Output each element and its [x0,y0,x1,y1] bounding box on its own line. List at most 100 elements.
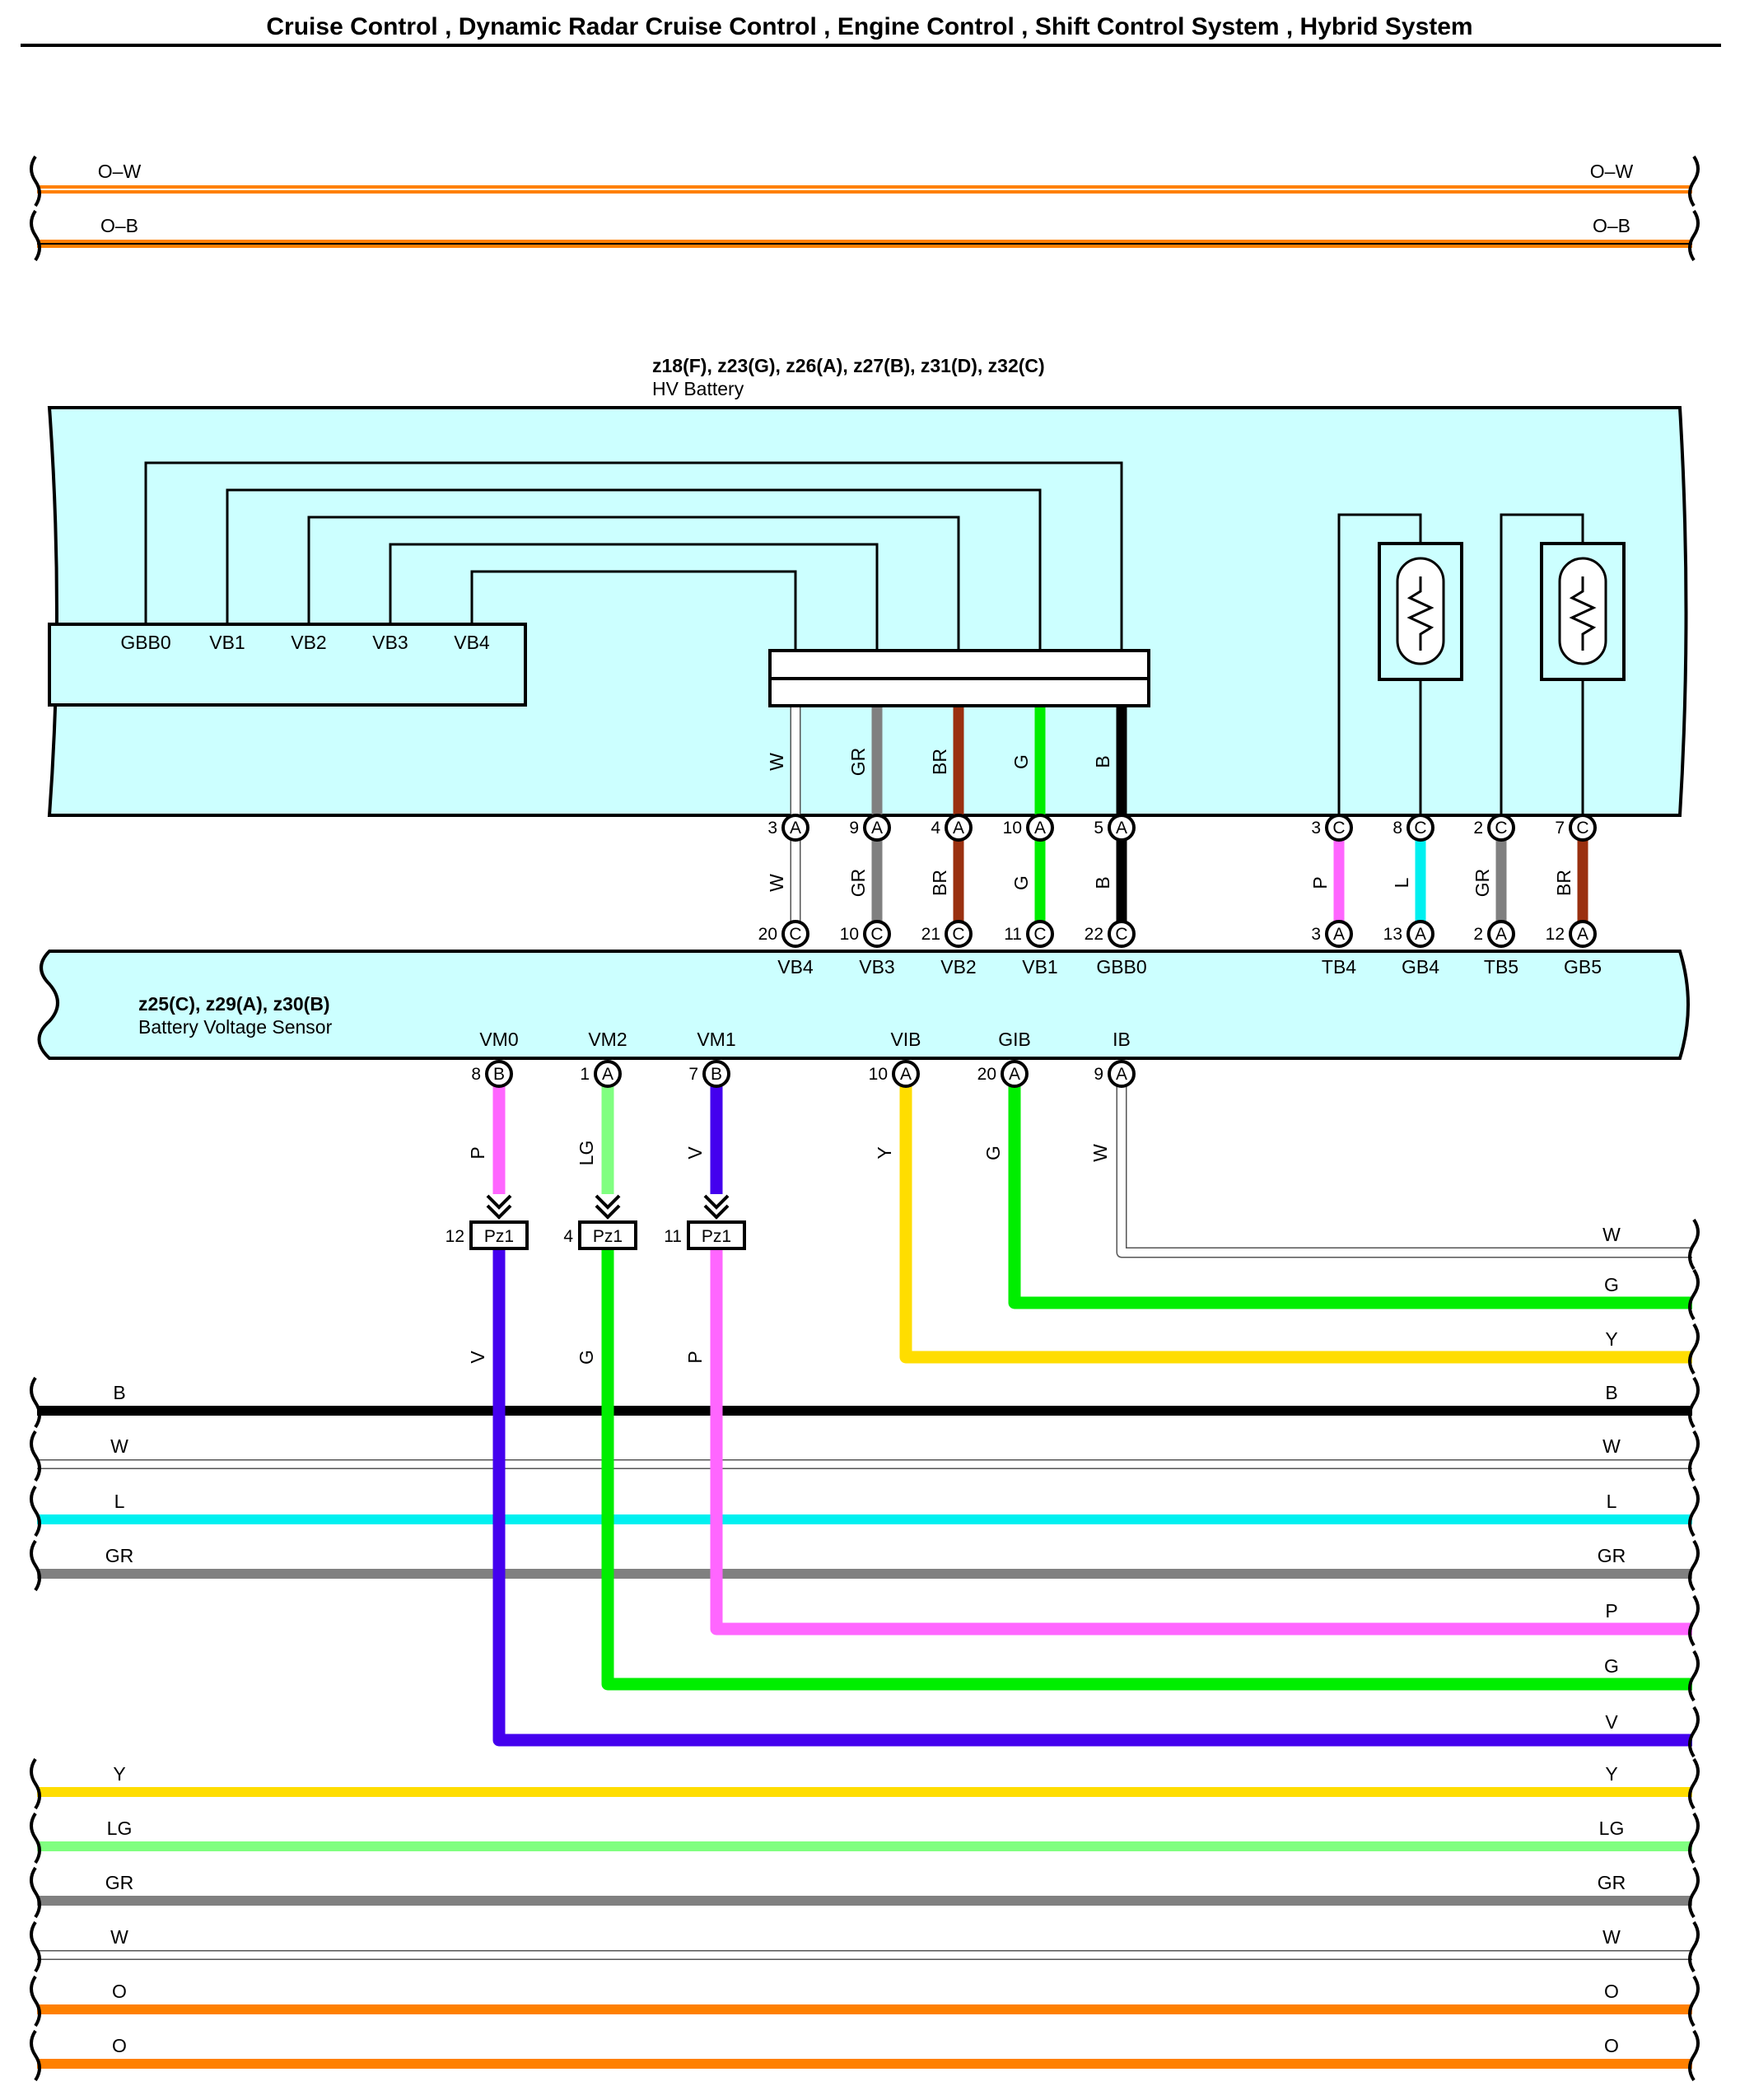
bvs-terminal-vm0: VM0 [479,1029,518,1050]
bvs-bottom-pin-0 [485,1060,513,1088]
bvs-top-pin-8-number: 12 [1546,925,1565,944]
right-output-2-1-brace [1688,1650,1700,1702]
bvs-terminal-vib: VIB [890,1029,921,1050]
gib-wire-core [1008,1074,1692,1309]
bus-b-1-right-brace [1688,1812,1700,1864]
hv-bvs-wire-2-label: BR [929,870,950,896]
bus-b-4-right-label: O [1604,1981,1619,2002]
junction-0-arrow-icon [486,1194,512,1220]
bvs-top-pin-0 [781,920,809,948]
hv-pin-8-number: 7 [1555,819,1565,838]
junction-0-out-label: V [467,1351,488,1364]
junction-2-label: Pz1 [702,1227,731,1246]
bvs-top-pin-6 [1406,920,1434,948]
bvs-bottom-pin-5-number: 9 [1094,1065,1103,1084]
bvs-bottom-pin-3-conn: A [900,1065,912,1084]
bus-b-3-right-label: W [1602,1926,1621,1948]
thermistor-1-lead-a [1337,513,1422,828]
bus-a-2-left-label: L [114,1491,125,1512]
bus-b-4-left-brace [30,1975,41,2028]
right-output-1-label: G [1604,1274,1619,1295]
bvs-bottom-wire-2-label: V [684,1146,706,1160]
hv-pin-3-number: 10 [1003,819,1022,838]
bus-b-1-right-label: LG [1599,1818,1625,1839]
bvs-bottom-pin-2 [702,1060,730,1088]
top-wire-1-left-brace [30,209,41,262]
hv-pin-7 [1487,814,1515,842]
top-wire-0-right-label: O–W [1590,161,1634,182]
bvs-bottom-pin-5-conn: A [1116,1065,1127,1084]
bvs-name: Battery Voltage Sensor [138,1016,333,1038]
top-wire-0-left-brace [30,155,41,208]
hv-bvs-wire-8-label: BR [1553,870,1574,896]
bus-a-3-right-label: GR [1598,1545,1626,1566]
bus-b-0-left-brace [30,1757,41,1810]
gib-wire [1008,1074,1692,1309]
hv-lead-0-label: W [766,753,787,771]
terminal-gbb0: GBB0 [120,632,170,653]
hv-pin-6-conn: C [1414,819,1426,838]
bvs-top-pin-2 [945,920,973,948]
junction-1-pin: 4 [563,1227,573,1246]
right-output-2-label: Y [1605,1328,1617,1350]
junction-1-label: Pz1 [593,1227,623,1246]
bvs-bottom-wire-1-label: LG [576,1141,597,1166]
hv-pin-6 [1406,814,1434,842]
bvs-top-pin-6-conn: A [1415,925,1426,944]
battery-voltage-sensor: z25(C), z29(A), z30(B) Battery Voltage S… [37,950,1690,1060]
hv-pin-8 [1569,814,1597,842]
bus-a-0-right-brace [1688,1376,1700,1429]
bus-b-0-left-label: Y [113,1763,125,1785]
hv-bvs-wire-6-label: L [1391,877,1412,888]
junction-out-wire-0-core [492,1248,1692,1747]
bvs-top-pin-5-conn: A [1333,925,1345,944]
bus-a-1-right-label: W [1602,1435,1621,1457]
junction-1-out-label: G [576,1350,597,1365]
bus-a-1-left-label: W [110,1435,128,1457]
junction-0-pin: 12 [445,1227,464,1246]
bvs-top-pin-7 [1487,920,1515,948]
hv-pin-7-number: 2 [1473,819,1483,838]
right-output-2-2-brace [1688,1706,1700,1758]
right-output-2-brace [1688,1323,1700,1375]
wires-layer [37,185,1692,2069]
hv-bvs-wire-1-label: GR [847,869,869,898]
bus-b-5-right-label: O [1604,2035,1619,2056]
bvs-top-pin-5-number: 3 [1311,925,1321,944]
bus-b-2-left-label: GR [105,1872,134,1893]
junction-0-label: Pz1 [484,1227,514,1246]
terminal-bar-bottom [768,677,1150,707]
hv-internal-wire-0 [144,461,1123,651]
battery-voltage-sensor-box [37,950,1690,1060]
hv-pin-0-number: 3 [767,819,777,838]
junction-0-box [469,1220,529,1250]
bvs-top-pin-1-number: 10 [840,925,859,944]
hv-pin-0-conn: A [790,819,801,838]
bus-b-0-right-brace [1688,1757,1700,1810]
bvs-bottom-pin-2-number: 7 [688,1065,698,1084]
terminal-bar-top [768,649,1150,680]
bus-b-3-left-label: W [110,1926,128,1948]
bvs-top-pin-5 [1325,920,1353,948]
ib-wire-core [1117,1074,1692,1257]
bvs-bottom-pin-4-conn: A [1009,1065,1020,1084]
thermistor-2-zigzag [1569,576,1597,651]
bus-a-1-left-brace [30,1430,41,1482]
hv-pin-2-number: 4 [931,819,940,838]
bvs-bottom-pin-4-number: 20 [977,1065,996,1084]
hv-pin-5-number: 3 [1311,819,1321,838]
bvs-bottom-pin-0-conn: B [493,1065,505,1084]
junction-2-arrow-icon [703,1194,730,1220]
bvs-terminal-vb1: VB1 [1022,956,1057,978]
thermistor-1-icon [1396,557,1445,665]
junction-out-wire-2-core [710,1248,1692,1636]
bvs-top-pin-3 [1026,920,1054,948]
bvs-top-pin-0-conn: C [789,925,801,944]
bvs-terminal-vm2: VM2 [588,1029,627,1050]
bvs-top-pin-4 [1108,920,1136,948]
top-wire-0-left-label: O–W [98,161,142,182]
hv-bvs-wire-0-label: W [766,874,787,892]
hv-pin-4-number: 5 [1094,819,1103,838]
hv-bvs-wire-5-label: P [1309,876,1331,889]
